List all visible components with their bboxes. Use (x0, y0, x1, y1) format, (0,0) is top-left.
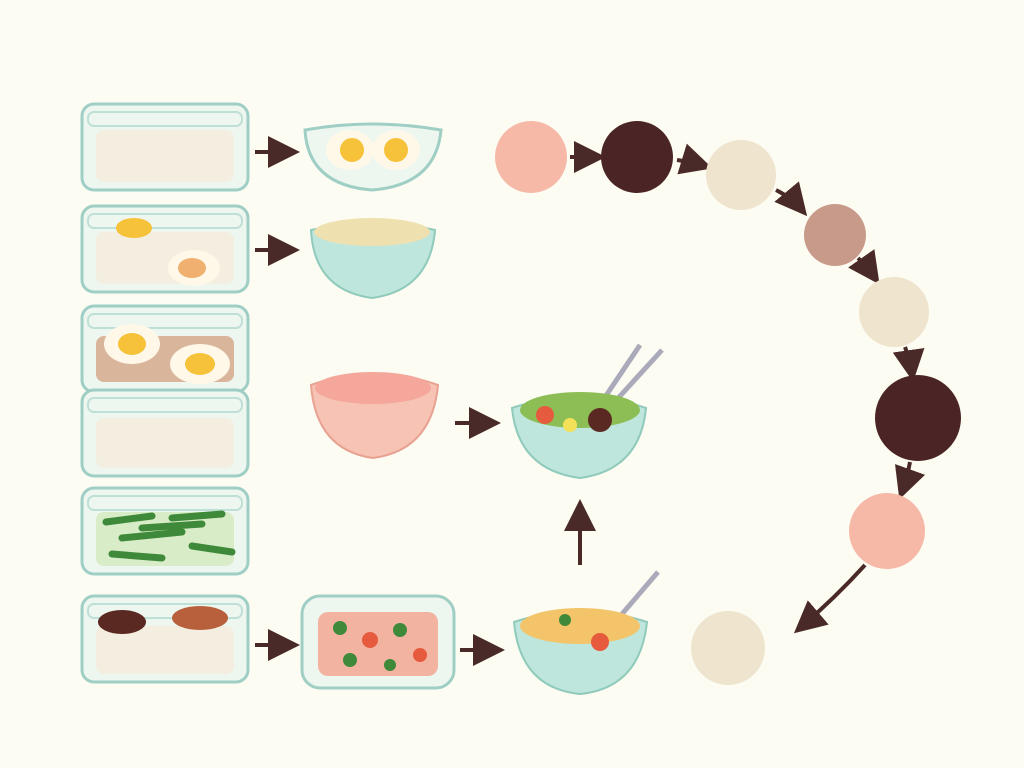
salad-bowl-icon (510, 343, 664, 480)
rice-container-icon (80, 388, 250, 478)
sequence-circle (601, 121, 673, 193)
pink-sauce-bowl-icon (309, 372, 440, 460)
noodle-bowl-icon (512, 570, 660, 696)
soup-bowl-icon (309, 218, 437, 300)
arrow-icon (848, 249, 880, 285)
egg-bowl-icon (303, 122, 443, 192)
sequence-circle (859, 277, 929, 347)
arrow-icon (892, 346, 925, 382)
arrow-icon (793, 563, 867, 634)
chopped-salad-container-icon (300, 594, 456, 690)
sequence-circle (875, 375, 961, 461)
rice-container-icon (80, 102, 250, 192)
cucumber-container-icon (80, 486, 250, 576)
arrow-icon (895, 461, 926, 500)
sequence-circle (804, 204, 866, 266)
egg-rice-container-icon (80, 204, 250, 294)
sequence-circle (691, 611, 765, 685)
arrow-icon (774, 181, 808, 217)
sequence-circle (849, 493, 925, 569)
sequence-circle (706, 140, 776, 210)
sequence-circle (495, 121, 567, 193)
sequence-circles (495, 121, 961, 685)
braised-egg-container-icon (80, 304, 250, 394)
meat-rice-container-icon (80, 594, 250, 684)
arrow-icon (676, 143, 713, 175)
